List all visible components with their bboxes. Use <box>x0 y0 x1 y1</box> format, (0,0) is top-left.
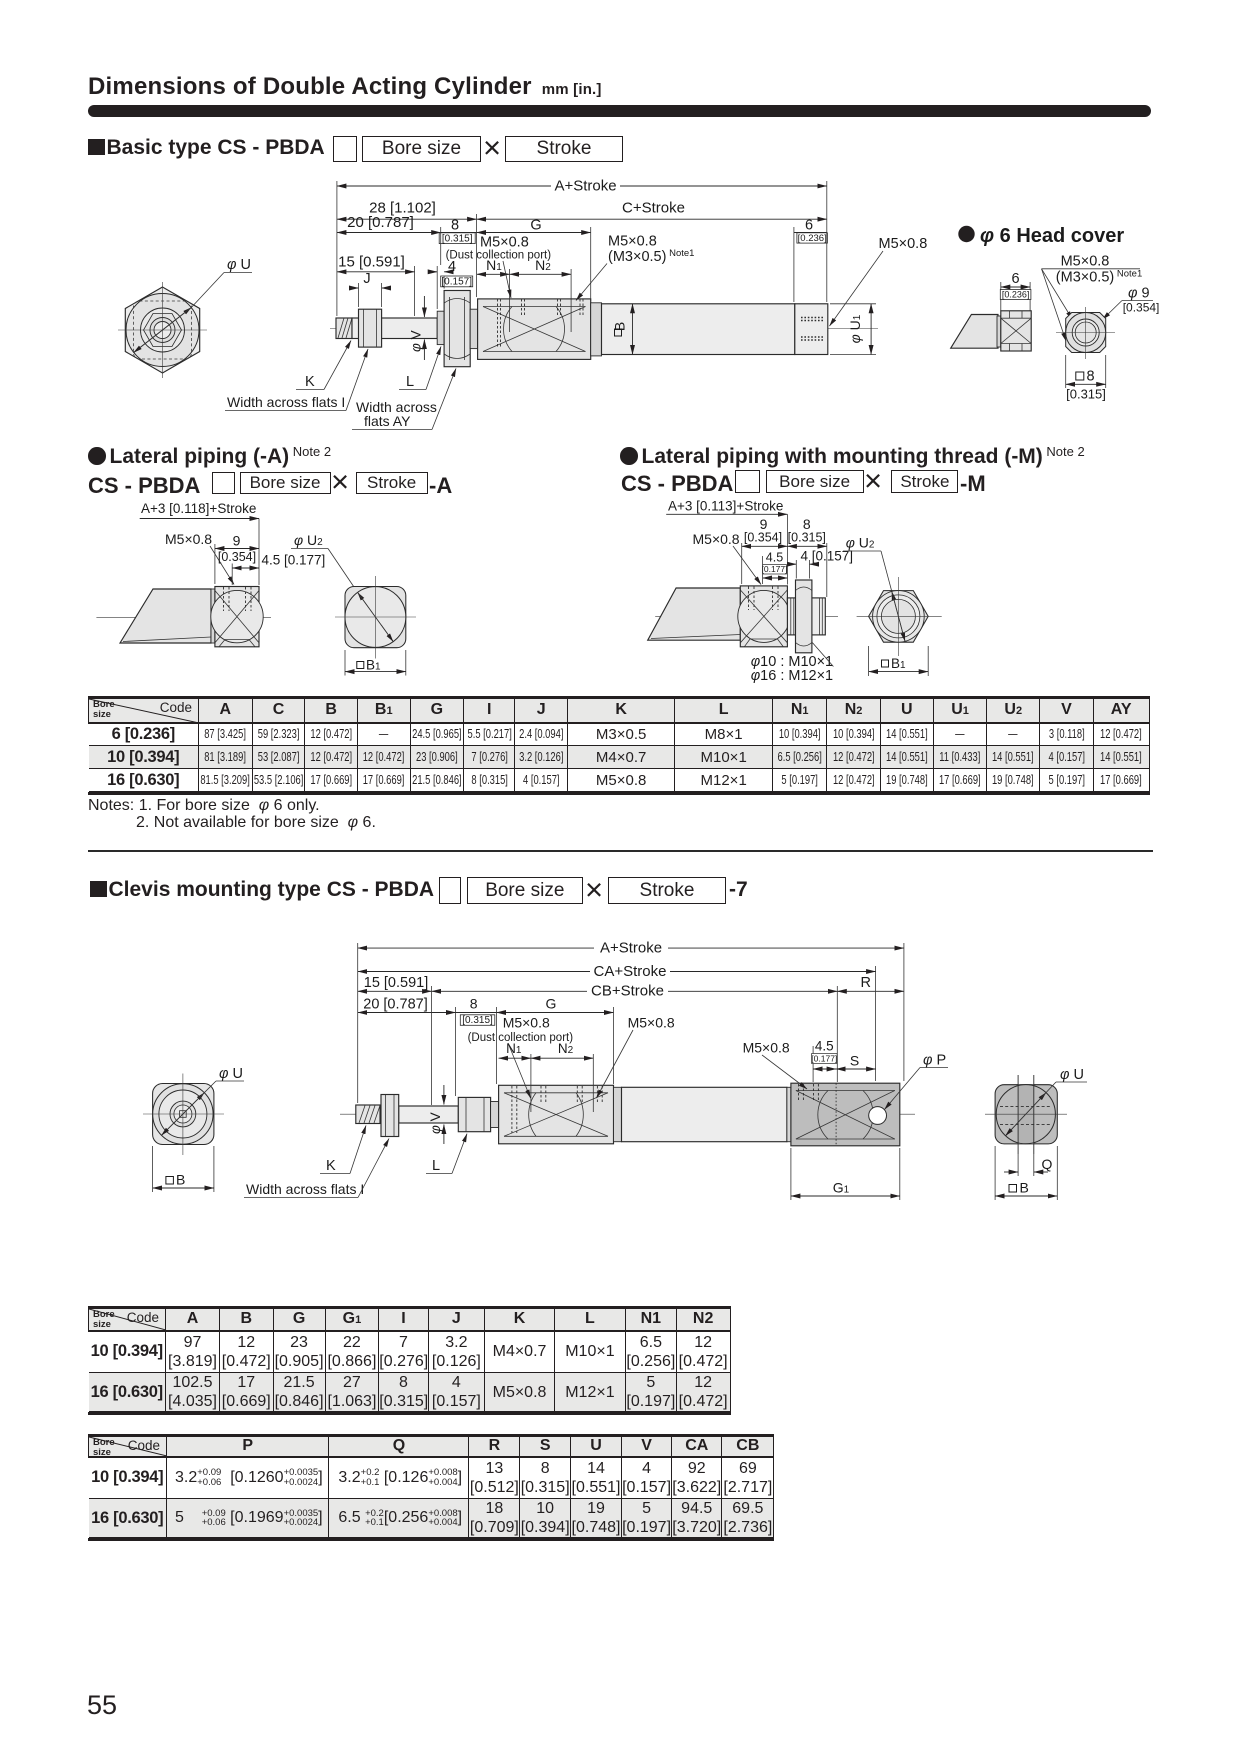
svg-text:J: J <box>363 271 370 287</box>
svg-text:[0.236]: [0.236] <box>1002 289 1030 299</box>
svg-text:CB+Stroke: CB+Stroke <box>591 983 664 1000</box>
svg-text:4.5: 4.5 <box>766 551 783 565</box>
svg-text:S: S <box>850 1053 859 1069</box>
svg-text:[0.315]: [0.315] <box>442 233 473 244</box>
svg-text:A+Stroke: A+Stroke <box>554 178 616 195</box>
svg-text:φ10 : M10×1: φ10 : M10×1 <box>751 654 833 670</box>
svg-text:G1: G1 <box>833 1180 850 1196</box>
svg-text:A+3 [0.113]+Stroke: A+3 [0.113]+Stroke <box>668 499 783 514</box>
svg-text:Width across flats I: Width across flats I <box>227 394 345 410</box>
svg-text:φ16 : M12×1: φ16 : M12×1 <box>751 668 833 684</box>
svg-text:M5×0.8: M5×0.8 <box>480 235 529 251</box>
svg-text:15 [0.591]: 15 [0.591] <box>364 975 429 991</box>
svg-text:M5×0.8: M5×0.8 <box>693 531 740 547</box>
svg-text:8: 8 <box>451 218 459 234</box>
svg-text:[0.315]: [0.315] <box>788 531 826 545</box>
svg-text:C+Stroke: C+Stroke <box>622 200 685 217</box>
svg-text:B1: B1 <box>891 656 906 671</box>
svg-text:M5×0.8: M5×0.8 <box>608 234 657 250</box>
svg-text:[0.354]: [0.354] <box>1123 301 1160 315</box>
svg-text:φ V: φ V <box>428 1112 443 1134</box>
svg-text:8: 8 <box>803 516 811 532</box>
svg-text:[0.315]: [0.315] <box>462 1015 493 1026</box>
svg-text:M5×0.8: M5×0.8 <box>165 531 212 547</box>
svg-text:20 [0.787]: 20 [0.787] <box>347 214 414 231</box>
svg-text:K: K <box>305 374 315 390</box>
svg-text:6: 6 <box>805 218 813 234</box>
svg-text:flats AY: flats AY <box>364 413 411 429</box>
svg-text:Width across flats I: Width across flats I <box>246 1181 364 1197</box>
svg-text:(Dust collection port): (Dust collection port) <box>446 250 552 262</box>
svg-text:28 [1.102]: 28 [1.102] <box>369 200 436 217</box>
svg-text:φ U: φ U <box>219 1066 243 1082</box>
svg-text:6: 6 <box>1011 271 1019 287</box>
svg-text:G: G <box>530 218 541 234</box>
svg-text:4 [0.157]: 4 [0.157] <box>801 549 854 564</box>
svg-text:8: 8 <box>470 996 478 1012</box>
svg-text:N2: N2 <box>558 1041 574 1056</box>
svg-text:φ 9: φ 9 <box>1128 286 1150 302</box>
svg-text:[0.354]: [0.354] <box>218 550 256 564</box>
svg-text:φ U: φ U <box>1060 1067 1084 1083</box>
svg-text:CA+Stroke: CA+Stroke <box>594 963 667 980</box>
svg-text:M5×0.8: M5×0.8 <box>503 1015 550 1031</box>
svg-text:[0.177]: [0.177] <box>811 1054 837 1064</box>
svg-text:N1: N1 <box>506 1041 522 1056</box>
svg-text:M5×0.8: M5×0.8 <box>1061 254 1110 270</box>
svg-text:M5×0.8: M5×0.8 <box>743 1040 790 1056</box>
svg-text:R: R <box>861 975 871 991</box>
svg-text:A+Stroke: A+Stroke <box>600 940 662 957</box>
svg-text:φ U2: φ U2 <box>846 535 875 551</box>
svg-text:B: B <box>176 1172 185 1188</box>
svg-text:L: L <box>432 1158 440 1174</box>
svg-text:[0.315]: [0.315] <box>1066 387 1106 402</box>
svg-text:B1: B1 <box>366 658 381 673</box>
svg-text:M5×0.8: M5×0.8 <box>879 236 928 252</box>
svg-text:4.5 [0.177]: 4.5 [0.177] <box>262 553 326 568</box>
svg-text:20 [0.787]: 20 [0.787] <box>363 997 428 1013</box>
svg-text:A+3 [0.118]+Stroke: A+3 [0.118]+Stroke <box>141 501 256 516</box>
svg-text:M5×0.8: M5×0.8 <box>628 1015 675 1031</box>
svg-text:φ U: φ U <box>227 257 251 273</box>
svg-text:Width across: Width across <box>356 399 437 415</box>
svg-text:φ U1: φ U1 <box>847 314 863 343</box>
svg-text:B: B <box>612 322 628 331</box>
svg-text:G: G <box>546 996 557 1012</box>
svg-text:φ P: φ P <box>923 1053 946 1069</box>
svg-text:9: 9 <box>760 516 768 532</box>
svg-text:4.5: 4.5 <box>815 1039 834 1054</box>
svg-text:4: 4 <box>448 259 456 275</box>
svg-text:K: K <box>326 1158 336 1174</box>
svg-text:(Dust collection port): (Dust collection port) <box>468 1032 574 1044</box>
svg-text:(M3×0.5) Note1: (M3×0.5) Note1 <box>1056 269 1142 286</box>
svg-text:φ V: φ V <box>409 330 424 352</box>
svg-text:[0.177]: [0.177] <box>762 564 788 574</box>
svg-text:[0.157]: [0.157] <box>441 277 472 288</box>
svg-text:Q: Q <box>1042 1156 1053 1172</box>
svg-text:(M3×0.5) Note1: (M3×0.5) Note1 <box>608 248 694 265</box>
svg-text:φ 6 Head cover: φ 6 Head cover <box>980 225 1124 247</box>
svg-text:L: L <box>406 374 414 390</box>
svg-text:8: 8 <box>1087 369 1095 385</box>
svg-text:[0.236]: [0.236] <box>798 233 827 244</box>
svg-text:B: B <box>1020 1180 1029 1196</box>
svg-text:[0.354]: [0.354] <box>744 531 782 545</box>
svg-text:9: 9 <box>233 533 241 549</box>
svg-text:15 [0.591]: 15 [0.591] <box>338 254 405 271</box>
svg-text:φ U2: φ U2 <box>294 532 323 548</box>
